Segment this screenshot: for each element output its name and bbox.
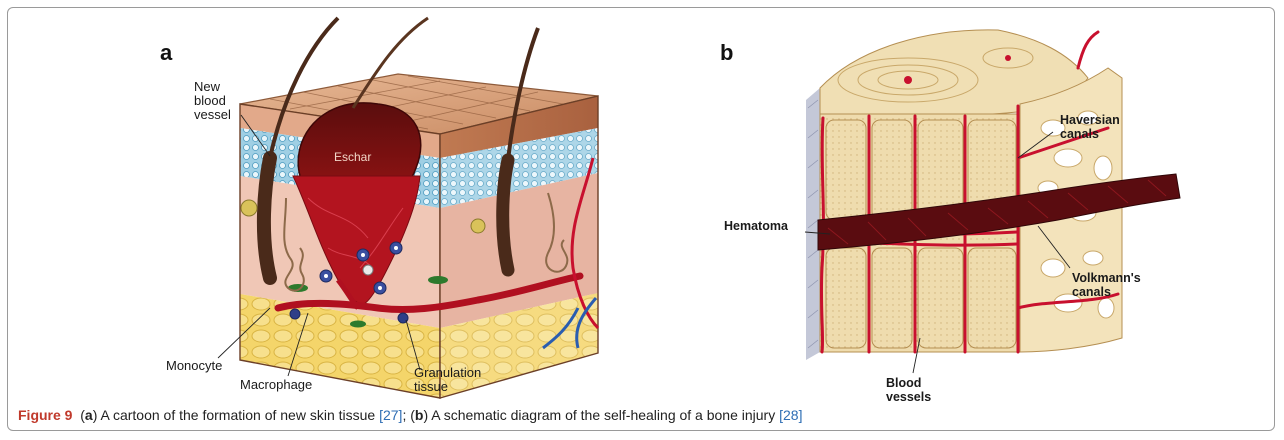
caption-text-4: ) A schematic diagram of the self-healin… — [423, 407, 779, 423]
label-eschar: Eschar — [334, 150, 371, 164]
label-new-blood-vessel: New blood vessel — [194, 80, 254, 122]
figure-caption: Figure 9 (a) A cartoon of the formation … — [18, 407, 802, 423]
caption-text-2: ) A cartoon of the formation of new skin… — [93, 407, 379, 423]
panel-a-letter: a — [160, 40, 172, 66]
figure-number: Figure 9 — [18, 407, 72, 423]
caption-text-3: ; ( — [402, 407, 414, 423]
caption-panel-a-ref: a — [85, 407, 93, 423]
label-granulation-tissue: Granulation tissue — [414, 366, 494, 394]
citation-link-28[interactable]: [28] — [779, 407, 802, 423]
label-monocyte: Monocyte — [166, 359, 222, 373]
label-hematoma: Hematoma — [724, 219, 788, 233]
label-haversian-canals: Haversian canals — [1060, 113, 1122, 141]
label-volkmanns-canals: Volkmann's canals — [1072, 271, 1152, 299]
label-blood-vessels: Blood vessels — [886, 376, 946, 404]
label-macrophage: Macrophage — [240, 378, 312, 392]
panel-b-letter: b — [720, 40, 733, 66]
figure-frame: a b New blood vessel Eschar Monocyte Mac… — [7, 7, 1275, 431]
citation-link-27[interactable]: [27] — [379, 407, 402, 423]
